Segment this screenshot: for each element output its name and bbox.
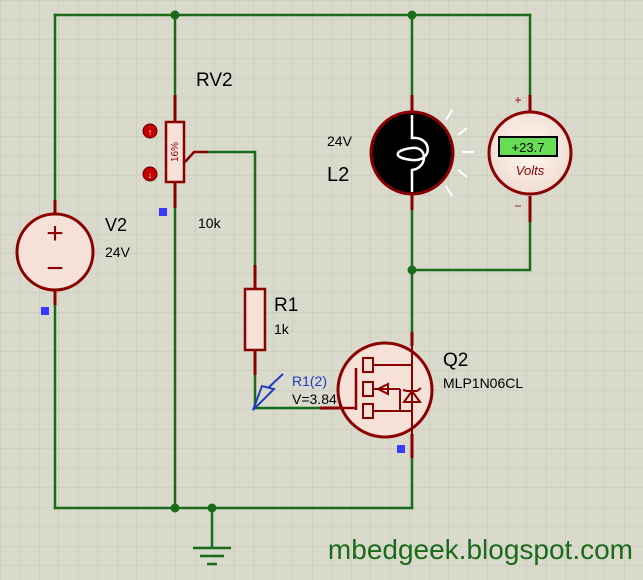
junction-dot	[407, 10, 417, 20]
q2-mosfet[interactable]	[320, 332, 434, 458]
wire-meter-bottom	[410, 220, 532, 272]
voltmeter-reading: +23.7	[512, 140, 545, 155]
voltmeter[interactable]: +23.7 Volts	[487, 95, 573, 222]
junction-dot	[170, 10, 180, 20]
l2-ref-label: L2	[327, 164, 349, 186]
rv2-increment-button[interactable]: ↑	[142, 123, 158, 139]
rv2-value-label: 10k	[198, 215, 222, 231]
junction-dot	[170, 503, 180, 513]
wire-wiper	[206, 150, 257, 267]
l2-value-label: 24V	[327, 133, 353, 149]
r1-ref-label: R1	[274, 295, 298, 316]
q2-ref-label: Q2	[443, 350, 468, 371]
v2-marker	[41, 307, 49, 315]
rv2-wiper-percent: 16%	[170, 142, 181, 162]
v2-plus-sign: +	[46, 217, 64, 250]
voltmeter-display	[498, 136, 558, 157]
rv2-decrement-button[interactable]: ↓	[142, 166, 158, 182]
arrow-down-icon: ↓	[148, 170, 153, 180]
junction-dot	[207, 503, 217, 513]
rv2-marker	[159, 208, 167, 216]
lamp-light-rays	[445, 109, 474, 197]
q2-part-label: MLP1N06CL	[443, 375, 523, 391]
r1-resistor[interactable]	[243, 265, 267, 375]
watermark-text: mbedgeek.blogspot.com	[328, 534, 633, 565]
q2-marker	[397, 445, 405, 453]
l2-lamp[interactable]	[369, 95, 455, 210]
ground-symbol[interactable]	[193, 546, 231, 566]
v2-minus-sign: −	[46, 252, 64, 285]
voltage-probe[interactable]	[252, 373, 284, 411]
r1-value-label: 1k	[274, 321, 290, 337]
junction-dot	[407, 265, 417, 275]
probe-label: R1(2)	[292, 373, 327, 389]
rv2-potentiometer[interactable]: 16%	[164, 95, 208, 208]
v2-source[interactable]: + −	[15, 200, 95, 305]
arrow-up-icon: ↑	[148, 127, 153, 137]
junctions	[170, 10, 417, 513]
wires	[53, 13, 532, 549]
probe-voltage: V=3.84	[292, 391, 337, 407]
voltmeter-minus-label: −	[514, 199, 521, 213]
rv2-ref-label: RV2	[196, 70, 233, 91]
voltmeter-unit: Volts	[516, 163, 545, 178]
v2-value-label: 24V	[105, 244, 131, 260]
v2-ref-label: V2	[105, 215, 127, 235]
voltmeter-plus-label: +	[514, 93, 521, 107]
